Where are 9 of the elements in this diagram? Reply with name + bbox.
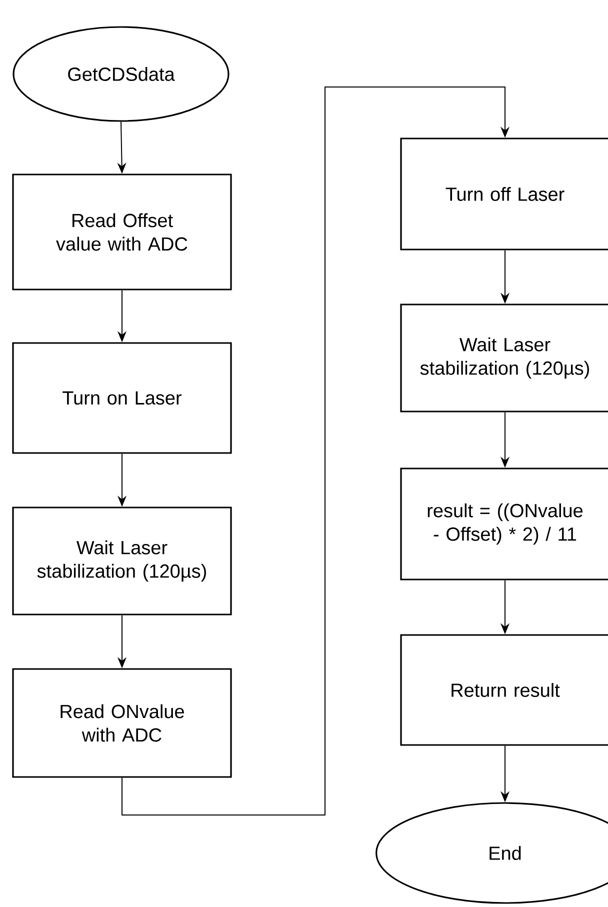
process-box: Wait Laser stabilization (120µs) xyxy=(12,506,232,616)
process-box: Read Offset value with ADC xyxy=(12,174,232,290)
process-box: Turn off Laser xyxy=(400,138,608,250)
process-box: Read ONvalue with ADC xyxy=(12,668,232,778)
process-box: Wait Laser stabilization (120µs) xyxy=(400,304,608,412)
process-box: result = ((ONvalue - Offset) * 2) / 11 xyxy=(400,468,608,580)
process-box: Return result xyxy=(400,634,608,746)
arrow xyxy=(122,86,510,816)
process-box: Turn on Laser xyxy=(12,342,232,454)
